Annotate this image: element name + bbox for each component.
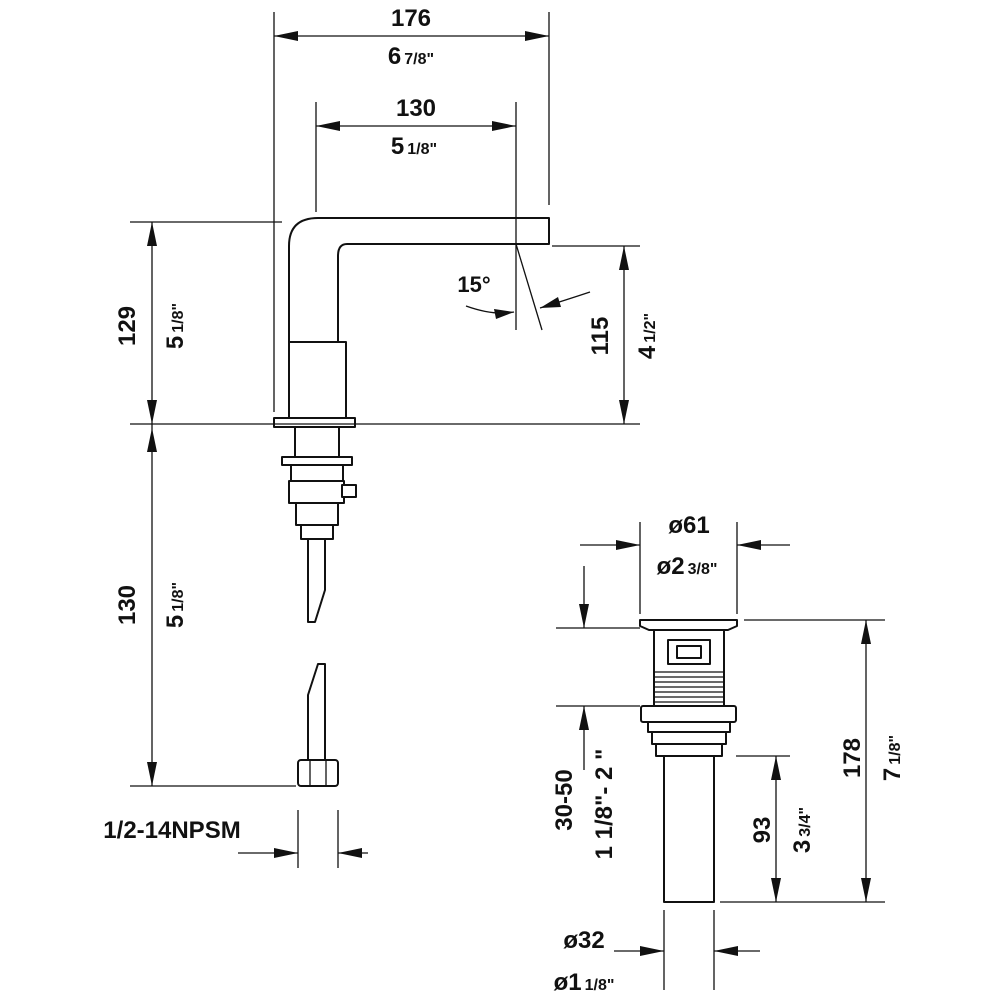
overall-in-label: 71/8": [879, 735, 906, 781]
shank-mm-label: 130: [114, 585, 141, 625]
tail-dia-mm-label: ø32: [563, 927, 604, 954]
flange-dia-mm-label: ø61: [668, 512, 709, 539]
connection-label: 1/2-14NPSM: [103, 817, 240, 844]
drain-threads: [654, 671, 724, 703]
shank-in-label: 51/8": [162, 582, 189, 628]
drain-lock-nut: [640, 705, 737, 723]
height-mm-label: 129: [114, 306, 141, 346]
mount-shank: [294, 426, 340, 458]
mount-bracket: [288, 480, 345, 504]
spout-height-mm-label: 115: [587, 317, 614, 356]
angle-label: 15°: [457, 272, 490, 297]
tail-in-label: 33/4": [789, 807, 816, 853]
mount-screw: [341, 484, 357, 498]
thickness-in-label: 1 1/8"- 2 ": [591, 749, 618, 860]
supply-hose-upper: [307, 538, 326, 623]
faucet-body: [288, 341, 347, 419]
mount-lower: [295, 502, 339, 526]
faucet-spout: [288, 217, 550, 418]
thickness-mm-label: 30-50: [551, 769, 578, 830]
mount-nut: [281, 456, 353, 466]
reach-mm-label: 130: [396, 95, 436, 122]
drain-tailpiece: [663, 755, 715, 903]
spout-height-in-label: 41/2": [634, 313, 661, 359]
overall-mm-label: 178: [839, 738, 866, 778]
hose-fitting-nut: [297, 759, 339, 787]
mount-bottom: [300, 524, 334, 540]
height-in-label: 51/8": [162, 303, 189, 349]
mount-washer: [290, 464, 344, 482]
supply-hose-lower: [307, 663, 326, 761]
drain-washer: [647, 721, 731, 733]
drain-gasket: [651, 731, 727, 745]
drain-flange: [639, 619, 738, 631]
faucet-base: [273, 417, 356, 428]
width-mm-label: 176: [391, 5, 431, 32]
tail-mm-label: 93: [749, 817, 776, 844]
